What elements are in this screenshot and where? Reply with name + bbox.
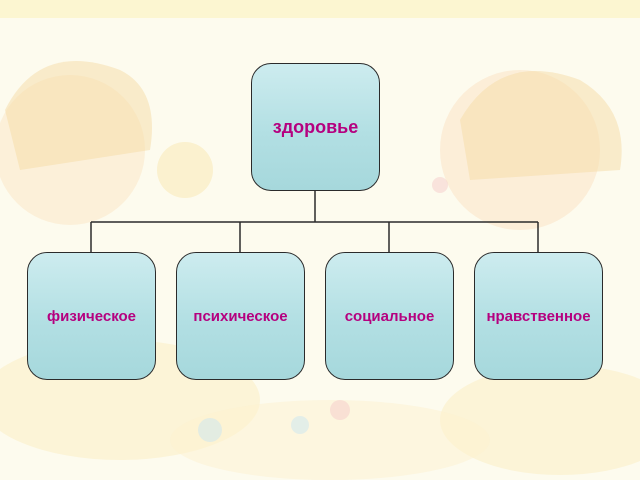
child-node-moral: нравственное <box>474 252 603 380</box>
root-node-health: здоровье <box>251 63 380 191</box>
child-node-social: социальное <box>325 252 454 380</box>
child-node-mental: психическое <box>176 252 305 380</box>
child-node-label: физическое <box>46 307 137 325</box>
child-node-physical: физическое <box>27 252 156 380</box>
root-node-label: здоровье <box>272 116 359 137</box>
child-node-label: социальное <box>344 307 435 325</box>
child-node-label: нравственное <box>486 307 591 325</box>
child-node-label: психическое <box>193 307 288 325</box>
